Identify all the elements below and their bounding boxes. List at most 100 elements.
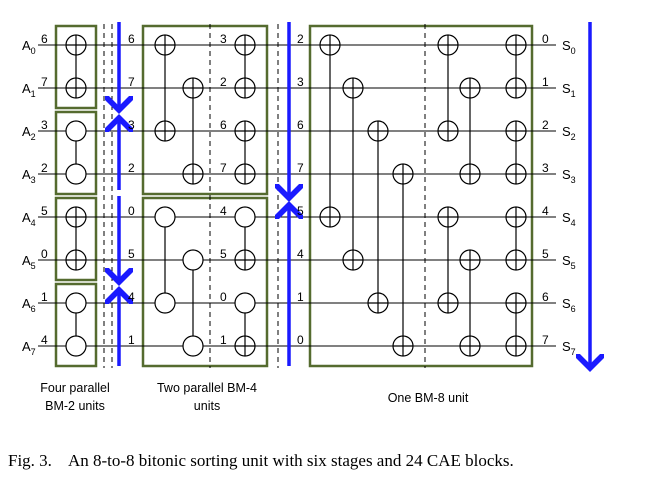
input-label-2: A2: [22, 124, 36, 142]
cae-block-12: [319, 34, 341, 228]
cae-block-17: [459, 77, 481, 185]
bm4-mid-value-5: 5: [220, 247, 227, 261]
cae-node: [182, 335, 204, 357]
cae-node: [505, 163, 527, 185]
cae-node: [505, 120, 527, 142]
input-label-7: A7: [22, 339, 36, 357]
bm2-box-3: [54, 282, 98, 368]
cae-node: [154, 206, 176, 228]
cae-block-2: [65, 206, 87, 271]
bm4-value-1: 3: [297, 75, 304, 89]
cae-node: [505, 206, 527, 228]
input-label-3: A3: [22, 167, 36, 185]
cae-node: [65, 206, 87, 228]
cae-block-21: [505, 120, 527, 185]
input-value-3: 2: [41, 161, 48, 175]
bm4-mid-value-3: 7: [220, 161, 227, 175]
bm2-value-4: 0: [128, 204, 135, 218]
input-label-0: A0: [22, 38, 36, 56]
bm4-caption-line1: Two parallel BM-4: [157, 381, 257, 395]
cae-node: [154, 292, 176, 314]
output-value-0: 0: [542, 32, 549, 46]
input-label-4: A4: [22, 210, 36, 228]
cae-node: [437, 34, 459, 56]
cae-node: [182, 163, 204, 185]
cae-node: [319, 206, 341, 228]
cae-block-20: [505, 34, 527, 99]
input-label-1: A1: [22, 81, 36, 99]
unit-boxes: [54, 24, 534, 368]
bm2-box-2: [54, 196, 98, 282]
output-label-5: S5: [562, 253, 576, 271]
output-value-2: 2: [542, 118, 549, 132]
output-label-2: S2: [562, 124, 576, 142]
cae-node: [342, 77, 364, 99]
output-label-0: S0: [562, 38, 576, 56]
bm2-caption-line2: BM-2 units: [45, 399, 105, 413]
input-value-1: 7: [41, 75, 48, 89]
output-value-3: 3: [542, 161, 549, 175]
bm4-caption-line2: units: [194, 399, 220, 413]
cae-node: [65, 249, 87, 271]
cae-node: [392, 335, 414, 357]
bm4-box-0: [141, 24, 269, 196]
cae-node: [437, 206, 459, 228]
bm8-caption: One BM-8 unit: [388, 391, 469, 405]
input-values: 6 7 3 2 5 0 1 4: [41, 32, 48, 347]
output-values: 0 1 2 3 4 5 6 7: [542, 32, 549, 347]
bm4-mid-value-6: 0: [220, 290, 227, 304]
bm4-value-2: 6: [297, 118, 304, 132]
cae-block-4: [154, 34, 176, 142]
cae-node: [154, 34, 176, 56]
cae-node: [65, 292, 87, 314]
figure-caption: Fig. 3. An 8-to-8 bitonic sorting unit w…: [8, 451, 514, 470]
bm4-value-5: 4: [297, 247, 304, 261]
bm2-value-6: 4: [128, 290, 135, 304]
cae-node: [505, 292, 527, 314]
cae-block-16: [437, 34, 459, 142]
bm4-value-4: 5: [297, 204, 304, 218]
bm4-value-3: 7: [297, 161, 304, 175]
input-value-6: 1: [41, 290, 48, 304]
input-labels: A0 A1 A2 A3 A4 A5 A6 A7: [22, 38, 36, 357]
cae-block-14: [367, 120, 389, 314]
bm4-value-7: 0: [297, 333, 304, 347]
cae-node: [459, 163, 481, 185]
bm4-mid-value-4: 4: [220, 204, 227, 218]
cae-block-13: [342, 77, 364, 271]
bm8-box: [308, 24, 534, 368]
input-label-6: A6: [22, 296, 36, 314]
output-value-1: 1: [542, 75, 549, 89]
output-label-4: S4: [562, 210, 576, 228]
cae-node: [459, 77, 481, 99]
bm4-box-1: [141, 196, 269, 368]
cae-node: [505, 77, 527, 99]
output-value-6: 6: [542, 290, 549, 304]
cae-node: [459, 335, 481, 357]
cae-node: [234, 292, 256, 314]
bm4-mid-value-7: 1: [220, 333, 227, 347]
cae-node: [234, 34, 256, 56]
cae-node: [505, 249, 527, 271]
output-label-3: S3: [562, 167, 576, 185]
bm2-value-2: 3: [128, 118, 135, 132]
cae-node: [234, 77, 256, 99]
cae-node: [392, 163, 414, 185]
cae-node: [65, 335, 87, 357]
cae-node: [367, 120, 389, 142]
cae-block-19: [459, 249, 481, 357]
cae-block-7: [182, 249, 204, 357]
cae-node: [65, 163, 87, 185]
cae-node: [182, 249, 204, 271]
bm4-value-0: 2: [297, 32, 304, 46]
cae-node: [342, 249, 364, 271]
cae-node: [234, 163, 256, 185]
bm2-box-0: [54, 24, 98, 110]
input-value-4: 5: [41, 204, 48, 218]
cae-node: [234, 335, 256, 357]
bm4-mid-values: 3 2 6 7 4 5 0 1: [220, 32, 227, 347]
cae-node: [437, 292, 459, 314]
cae-node: [319, 34, 341, 56]
cae-node: [505, 335, 527, 357]
